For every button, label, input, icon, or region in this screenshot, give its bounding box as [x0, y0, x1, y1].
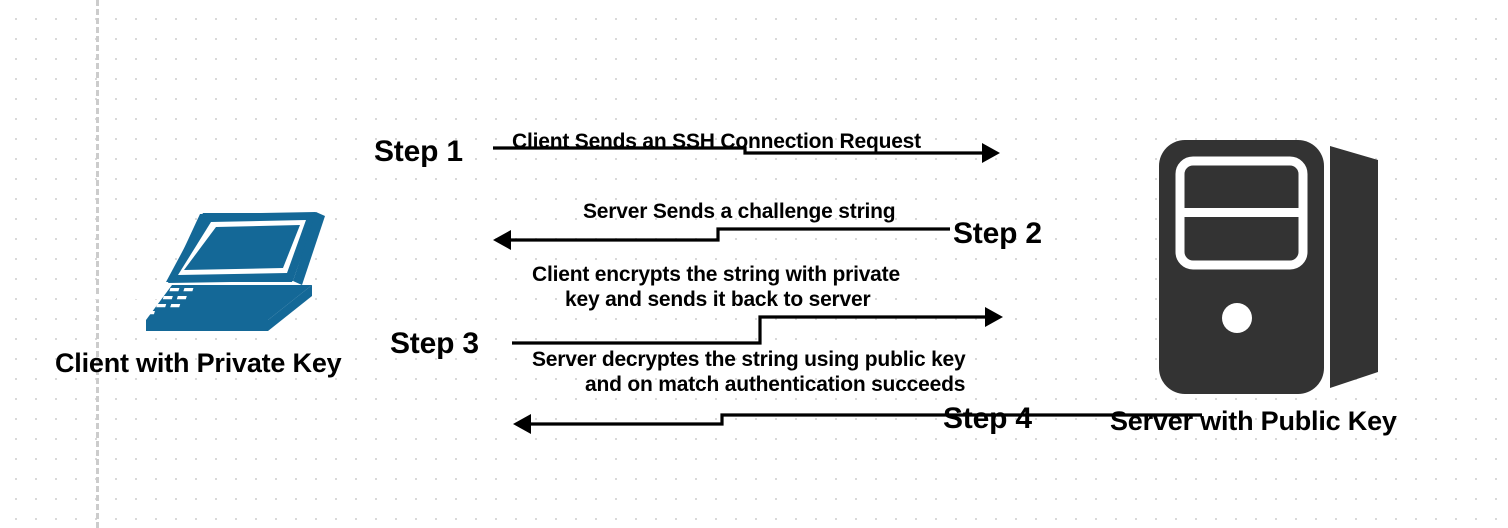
step-1-label: Step 1: [374, 135, 463, 168]
step-2-label: Step 2: [953, 217, 1042, 250]
step2-arrow: [493, 227, 950, 250]
step-1-message-line-1: Client Sends an SSH Connection Request: [512, 130, 921, 153]
server-tower-icon: [1159, 140, 1378, 394]
vertical-guide-line: [96, 0, 99, 528]
step-4-label: Step 4: [943, 402, 1032, 435]
step-3-message-line-1: Client encrypts the string with private: [532, 263, 900, 286]
step4-arrow: [513, 413, 1202, 434]
step3-arrow: [512, 307, 1003, 345]
step-4-message-line-2: and on match authentication succeeds: [585, 373, 966, 396]
step-3-label: Step 3: [390, 327, 479, 360]
laptop-icon: [65, 212, 325, 331]
server-node-label: Server with Public Key: [1110, 406, 1397, 436]
step-3-message-line-2: key and sends it back to server: [565, 288, 871, 311]
client-node-label: Client with Private Key: [55, 348, 342, 378]
step-4-message-line-1: Server decryptes the string using public…: [532, 348, 966, 371]
step-2-message-line-1: Server Sends a challenge string: [583, 200, 896, 223]
